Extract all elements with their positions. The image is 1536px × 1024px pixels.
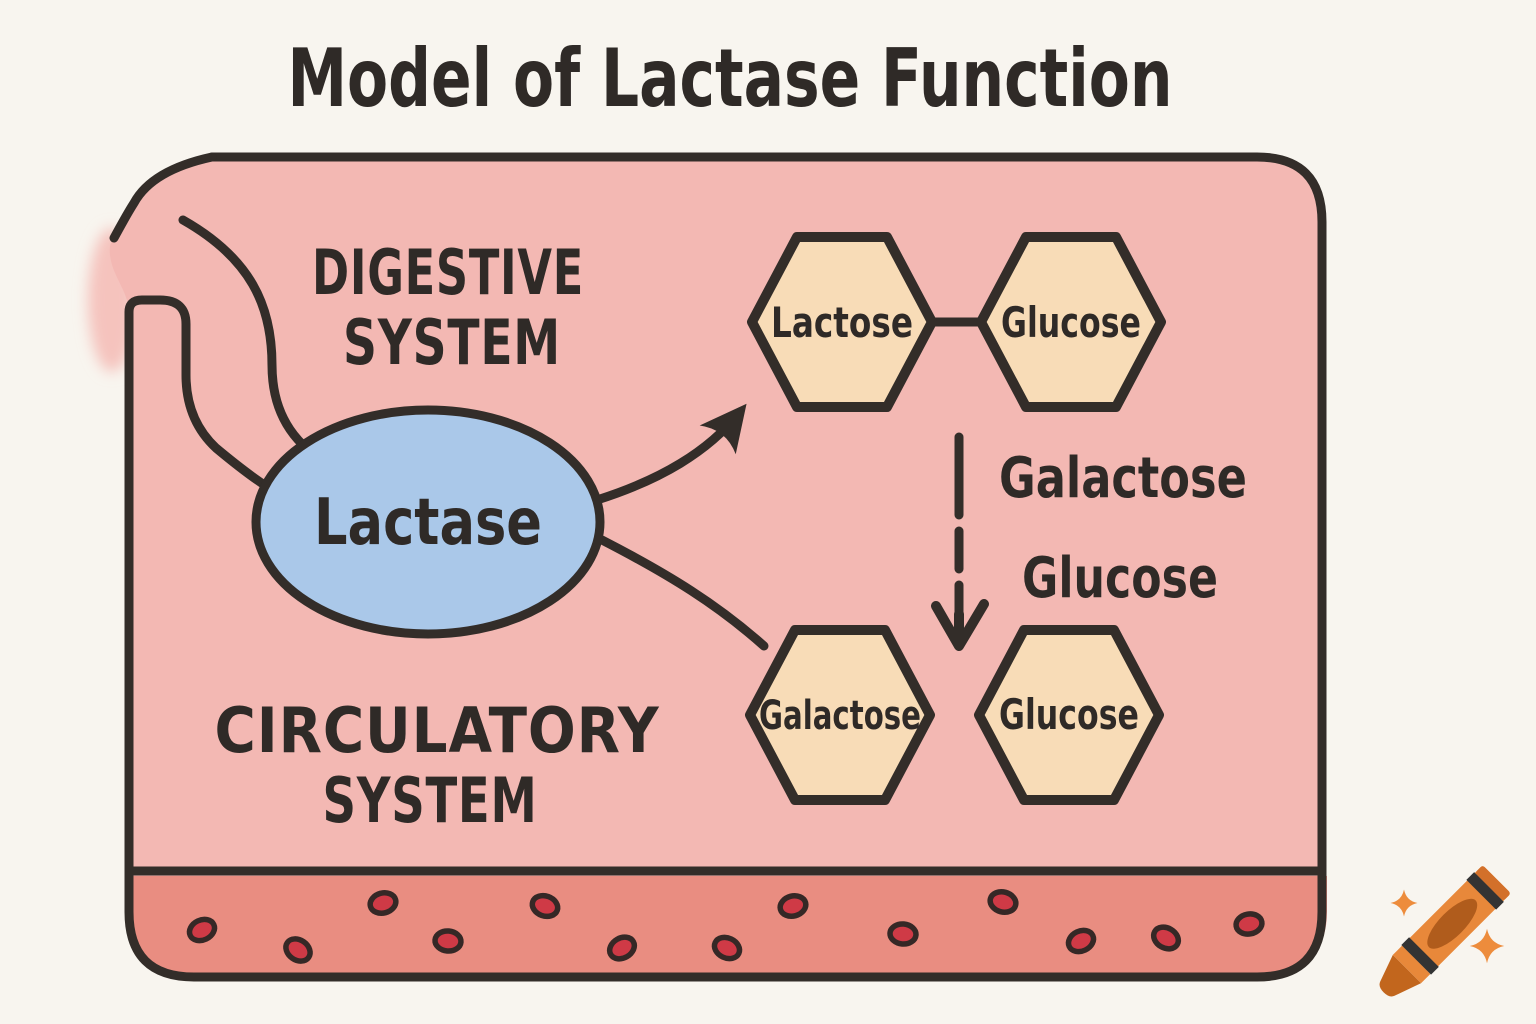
- blood-cell: [432, 928, 464, 954]
- tissue-border: [124, 152, 1327, 982]
- blood-cell: [367, 890, 399, 916]
- product-label-galactose: Galactose: [999, 446, 1247, 511]
- blood-cells: [186, 889, 1265, 964]
- breakdown-arrowhead-icon: [931, 599, 989, 651]
- crayon-label-oval: [1427, 898, 1478, 949]
- lactose-hexagon-shape: [747, 232, 937, 412]
- blood-cell: [186, 916, 218, 944]
- crayon-icon: [1379, 866, 1510, 997]
- blood-cell: [1150, 924, 1182, 952]
- page-title: Model of Lactase Function: [288, 32, 1173, 125]
- digestive-system-label-line2: SYSTEM: [343, 306, 561, 379]
- blood-cell: [606, 934, 638, 962]
- curve-to-galactose: [597, 535, 769, 651]
- crayon-stripe-front: [1401, 937, 1439, 975]
- galactose-hexagon-label: Galactose: [759, 693, 921, 739]
- product-label-glucose: Glucose: [1022, 546, 1218, 611]
- sparkle-icon: [1469, 928, 1505, 964]
- blood-cell: [777, 893, 809, 919]
- galactose-hexagon-shape: [745, 625, 935, 805]
- capillary-band: [133, 876, 1327, 973]
- sparkle-icon: [1390, 889, 1418, 917]
- glucose-top-hexagon-shape: [976, 232, 1166, 412]
- blood-cell: [887, 921, 919, 947]
- enzyme-label: Lactase: [314, 486, 542, 560]
- crayon-stripe-back: [1466, 872, 1504, 910]
- crayon-collar: [1392, 945, 1431, 984]
- digestive-system-label-line1: DIGESTIVE: [312, 236, 584, 309]
- arrow-to-lactose: [592, 403, 747, 505]
- blood-cell: [711, 934, 743, 962]
- enzyme-ellipse: [251, 405, 605, 639]
- crayon-tip: [1379, 954, 1422, 997]
- blood-cell: [1233, 911, 1265, 937]
- lactose-hexagon: Lactose: [747, 232, 937, 412]
- glucose-bottom-hexagon: Glucose: [974, 625, 1164, 805]
- blood-cell: [529, 892, 561, 920]
- blood-cell: [987, 889, 1019, 915]
- crayon-end-cap: [1476, 866, 1510, 900]
- glucose-bottom-hexagon-shape: [974, 625, 1164, 805]
- glucose-top-hexagon: Glucose: [976, 232, 1166, 412]
- blood-cell: [1065, 927, 1097, 955]
- galactose-hexagon: Galactose: [745, 625, 935, 805]
- circulatory-system-label-line2: SYSTEM: [323, 764, 538, 837]
- circulatory-system-label-line1: CIRCULATORY: [215, 694, 660, 767]
- duct-hook-line: [109, 152, 217, 243]
- glucose-top-hexagon-label: Glucose: [1001, 298, 1141, 347]
- blood-cell: [283, 936, 313, 964]
- lactose-hexagon-label: Lactose: [771, 298, 913, 347]
- glucose-bottom-hexagon-label: Glucose: [999, 690, 1139, 739]
